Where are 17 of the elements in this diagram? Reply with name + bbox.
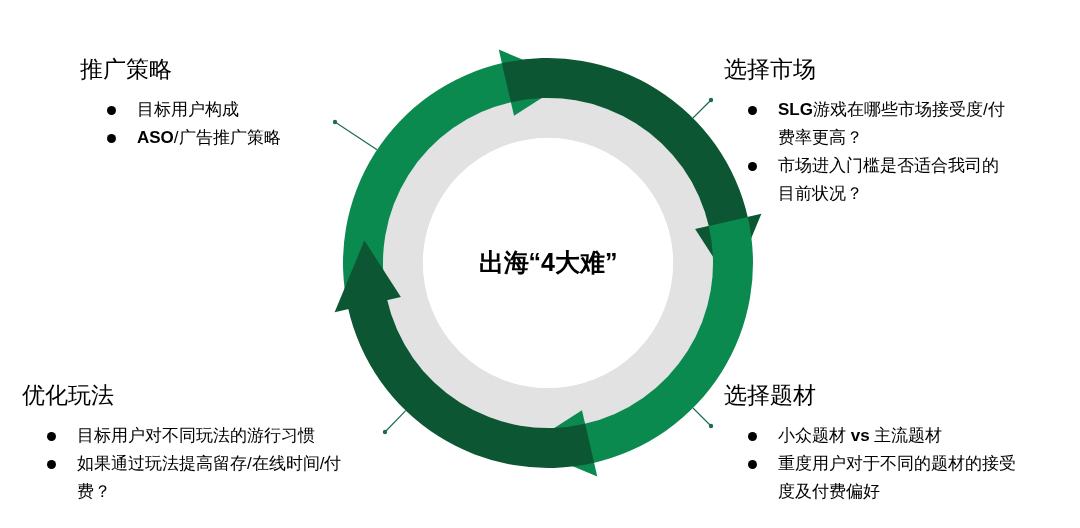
section-heading: 选择题材: [724, 381, 817, 410]
leader-line: [332, 119, 378, 151]
leader-line: [692, 407, 714, 429]
section-heading: 推广策略: [80, 55, 173, 84]
bullet-text: 目标用户构成: [137, 99, 240, 121]
bullet-text: 目标用户对不同玩法的游行习惯: [77, 425, 316, 447]
bullet-text: 市场进入门槛是否适合我司的目前状况？: [778, 155, 1000, 205]
bullet-text: ASO/广告推广策略: [137, 127, 282, 149]
bullet-text: 重度用户对于不同的题材的接受度及付费偏好: [778, 453, 1017, 503]
center-title: 出海“4大难”: [478, 247, 618, 279]
leader-line: [692, 97, 714, 119]
section-heading: 选择市场: [724, 55, 817, 84]
bullet-text: SLG游戏在哪些市场接受度/付费率更高？: [778, 99, 1006, 149]
bullet-text: 如果通过玩法提高留存/在线时间/付费？: [77, 453, 343, 503]
section-heading: 优化玩法: [22, 381, 115, 410]
leader-line: [382, 409, 407, 435]
bullet-text: 小众题材 vs 主流题材: [778, 425, 944, 447]
